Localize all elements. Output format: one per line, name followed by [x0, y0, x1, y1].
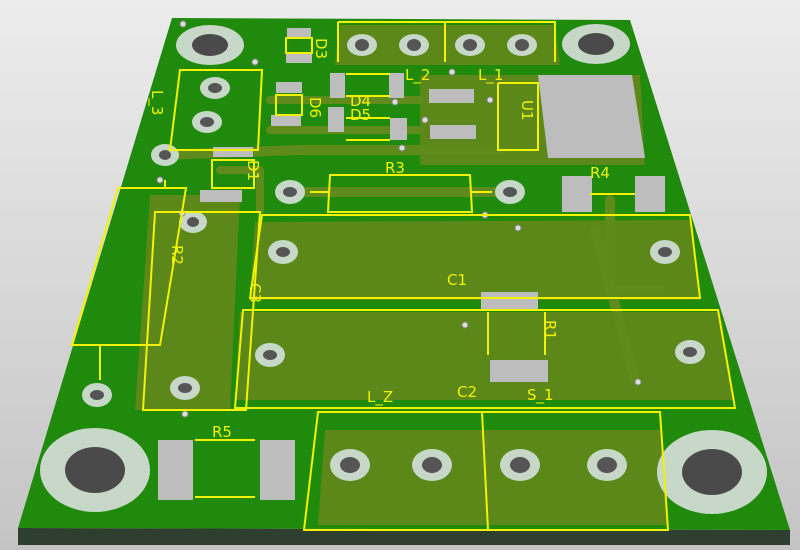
component-labels: D3 L_3 D6 D4 D5 L_2 L_1 U1 D1 R3 R4 R2 C…	[147, 38, 610, 441]
mounting-holes	[40, 24, 767, 514]
label-r2: R2	[168, 245, 186, 265]
label-r1: R1	[541, 320, 559, 340]
label-c1: C1	[447, 271, 467, 289]
label-l3: L_3	[147, 90, 166, 115]
smd-pads	[158, 28, 665, 500]
label-d6: D6	[306, 97, 324, 118]
label-c3: C3	[246, 283, 264, 303]
label-l2: L_2	[405, 66, 430, 85]
board-edge	[18, 528, 790, 545]
label-s1: S_1	[527, 386, 554, 405]
label-r3: R3	[385, 159, 405, 177]
silkscreen	[70, 21, 737, 531]
label-r5: R5	[212, 423, 232, 441]
label-lz: L_Z	[367, 388, 393, 407]
label-l1: L_1	[478, 66, 503, 85]
label-r4: R4	[590, 164, 610, 182]
th-pads	[82, 20, 705, 481]
label-d3: D3	[312, 38, 330, 59]
label-d5: D5	[350, 106, 371, 124]
label-u1: U1	[518, 100, 536, 121]
label-c2: C2	[457, 383, 477, 401]
label-d4: D4	[350, 92, 371, 110]
label-d1: D1	[244, 160, 262, 181]
